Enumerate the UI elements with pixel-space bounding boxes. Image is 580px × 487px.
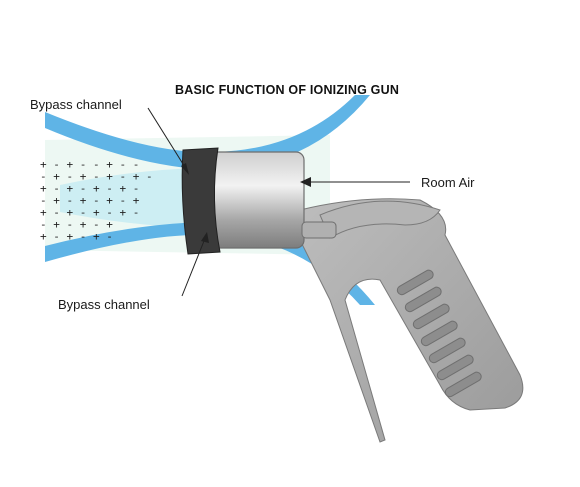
- charge-row: - + - + - + - +: [40, 194, 140, 207]
- leader-lines: [147, 107, 410, 297]
- label-bypass-channel-top: Bypass channel: [30, 97, 122, 112]
- arrowheads: [181, 163, 311, 243]
- charge-row: + - + - + - + -: [40, 182, 139, 195]
- charge-row: + - + - - + - -: [40, 158, 139, 171]
- hose-fitting: [301, 221, 337, 239]
- charge-row: + - + - + - + -: [40, 206, 139, 219]
- gun-body: [205, 151, 305, 249]
- ion-charges: + - + - - + - - - + - + - + - + - + - + …: [40, 158, 153, 243]
- grip-ridges: [396, 269, 482, 398]
- charge-row: + - + - + -: [40, 230, 113, 243]
- trigger-lever: [319, 200, 441, 239]
- charge-row: - + - + - +: [40, 218, 113, 231]
- bypass-airflow-top: [45, 95, 370, 170]
- label-bypass-channel-bottom: Bypass channel: [58, 297, 150, 312]
- nozzle-ring: [181, 147, 221, 255]
- charge-row: - + - + - + - + -: [40, 170, 153, 183]
- diagram-title: BASIC FUNCTION OF IONIZING GUN: [175, 83, 400, 97]
- ionized-air-core: [60, 168, 200, 228]
- label-room-air: Room Air: [421, 175, 475, 190]
